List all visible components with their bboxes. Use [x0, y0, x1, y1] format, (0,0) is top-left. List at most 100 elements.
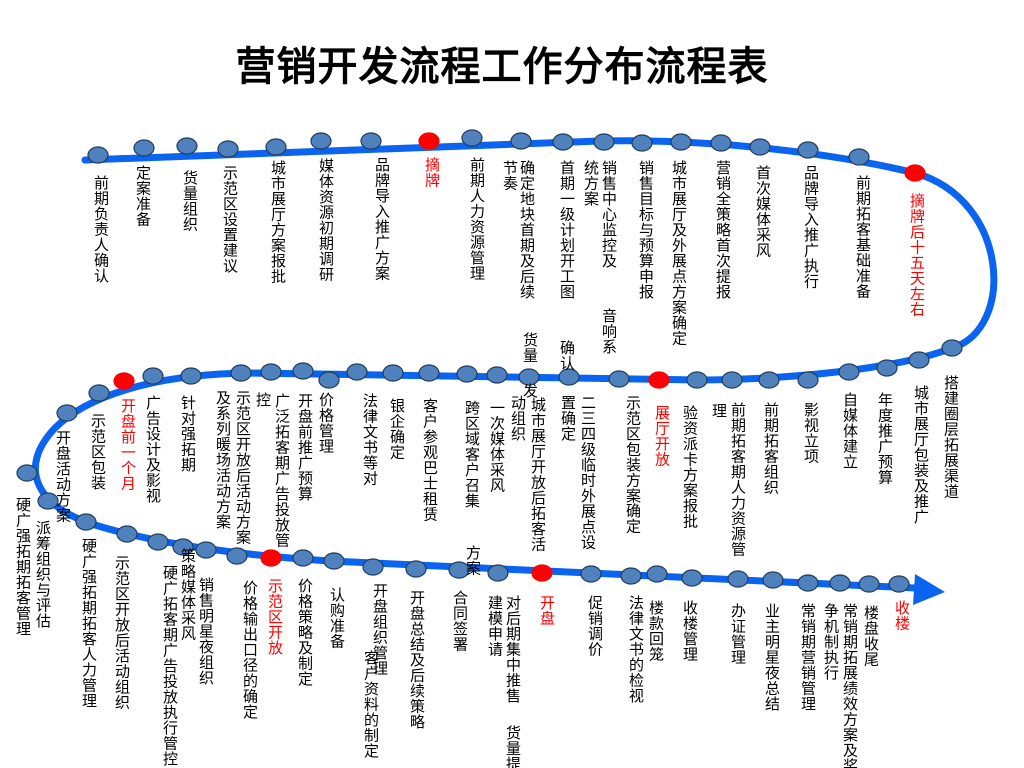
step-label: 确定 — [624, 503, 642, 534]
step-label: 货量提 — [504, 725, 522, 768]
step-label: 开盘总结及后续策略 — [408, 590, 426, 730]
timeline-node — [142, 367, 164, 385]
step-label: 置确定 — [559, 395, 577, 442]
milestone-node — [904, 164, 926, 182]
timeline-node — [217, 140, 239, 158]
timeline-node — [487, 564, 509, 582]
step-label: 业主明星夜总结 — [763, 603, 781, 712]
step-label: 示范区开放后活动方案 — [234, 390, 252, 545]
step-label: 货量 — [521, 332, 539, 363]
step-label: 针对强拓期 — [179, 395, 197, 473]
step-label: 控 — [254, 392, 272, 408]
step-label: 品牌导入推广方案 — [373, 157, 391, 281]
timeline-node — [292, 549, 314, 567]
step-label: 硬广强拓期拓客管理 — [14, 497, 32, 637]
timeline-node — [908, 351, 930, 369]
timeline-node — [510, 132, 532, 150]
step-label: 音响系 — [600, 308, 618, 355]
step-label: 品牌导入推广执行 — [802, 165, 820, 289]
milestone-label: 展厅开放 — [653, 405, 671, 467]
timeline-node — [941, 339, 963, 357]
step-label: 首期一级计划开工图 — [558, 160, 576, 300]
step-label: 价格管理 — [317, 392, 335, 454]
timeline-node — [749, 138, 771, 156]
step-label: 前期负责人确认 — [92, 175, 110, 284]
milestone-label: 开盘前一个月 — [119, 398, 137, 491]
timeline-node — [838, 363, 860, 381]
step-label: 办证管理 — [729, 603, 747, 665]
step-label: 影视立项 — [802, 402, 820, 464]
step-label: 统方案 — [582, 160, 600, 207]
milestone-node — [648, 371, 670, 389]
step-label: 前期拓客期人力资源管 — [729, 402, 747, 557]
timeline-node — [292, 362, 314, 380]
step-label: 城市展厅包装及推广 — [912, 385, 930, 525]
step-label: 理 — [710, 403, 728, 419]
step-label: 销售中心监控及 — [600, 160, 618, 269]
timeline-node — [681, 569, 703, 587]
step-label: 方案 — [464, 545, 482, 576]
step-label: 货量组织 — [181, 170, 199, 232]
step-label: 示范区开放后活动组织 — [113, 555, 131, 710]
step-label: 验资派卡方案报批 — [681, 405, 699, 529]
timeline-node — [762, 571, 784, 589]
step-label: 销售明星夜组织 — [197, 577, 215, 686]
step-label: 楼盘收尾 — [862, 605, 880, 667]
step-label: 楼款回笼 — [647, 600, 665, 662]
step-label: 合同签署 — [451, 590, 469, 652]
timeline-node — [226, 547, 248, 565]
timeline-node — [346, 363, 368, 381]
timeline-node — [721, 371, 743, 389]
step-label: 策略媒体采风 — [179, 548, 197, 641]
step-label: 示范区设置建议 — [221, 165, 239, 274]
timeline-node — [552, 133, 574, 151]
timeline-node — [558, 368, 580, 386]
timeline-node — [456, 365, 478, 383]
timeline-node — [727, 570, 749, 588]
step-label: 开盘活动方案 — [54, 430, 72, 523]
step-label: 二三四级临时外展点设 — [579, 395, 597, 550]
timeline-node — [87, 146, 109, 164]
timeline-node — [631, 134, 653, 152]
step-label: 及系列暖场活动方案 — [214, 390, 232, 530]
step-label: 法律文书的检视 — [627, 595, 645, 704]
timeline-node — [180, 367, 202, 385]
step-label: 开盘前推广预算 — [296, 393, 314, 502]
step-label: 示范区包装 — [89, 413, 107, 491]
step-label: 首次媒体采风 — [754, 165, 772, 258]
milestone-node — [418, 132, 440, 150]
milestone-label: 摘牌 — [423, 157, 441, 188]
timeline-node — [580, 565, 602, 583]
timeline-node — [362, 558, 384, 576]
step-label: 前期拓客基础准备 — [854, 175, 872, 299]
milestone-label: 示范区开放 — [266, 578, 284, 656]
timeline-node — [265, 138, 287, 156]
arrow-head-icon — [913, 574, 945, 605]
step-label: 营销全策略首次提报 — [714, 160, 732, 300]
step-label: 收楼管理 — [681, 600, 699, 662]
timeline-node — [418, 364, 440, 382]
step-label: 广泛拓客期广告投放管 — [273, 393, 291, 548]
timeline-node — [710, 134, 732, 152]
step-label: 动组织 — [509, 395, 527, 442]
step-label: 客户资料的制定 — [362, 650, 380, 759]
timeline-node — [797, 371, 819, 389]
step-label: 跨区域客户召集 — [463, 400, 481, 509]
timeline-node — [518, 368, 540, 386]
timeline-node — [147, 533, 169, 551]
timeline-node — [848, 148, 870, 166]
step-label: 年度推广预算 — [876, 392, 894, 485]
step-label: 开盘组织管理 — [371, 583, 389, 676]
timeline-node — [318, 371, 340, 389]
timeline-node — [686, 371, 708, 389]
step-label: 前期拓客组织 — [762, 402, 780, 495]
milestone-label: 摘牌后十五天左右 — [908, 193, 926, 317]
step-label: 法律文书等对 — [361, 393, 379, 486]
step-label: 确定地块首期及后续 — [518, 160, 536, 300]
timeline-node — [888, 575, 910, 593]
step-label: 销售目标与预算申报 — [637, 160, 655, 300]
timeline-node — [876, 359, 898, 377]
timeline-node — [382, 364, 404, 382]
timeline-node — [829, 574, 851, 592]
